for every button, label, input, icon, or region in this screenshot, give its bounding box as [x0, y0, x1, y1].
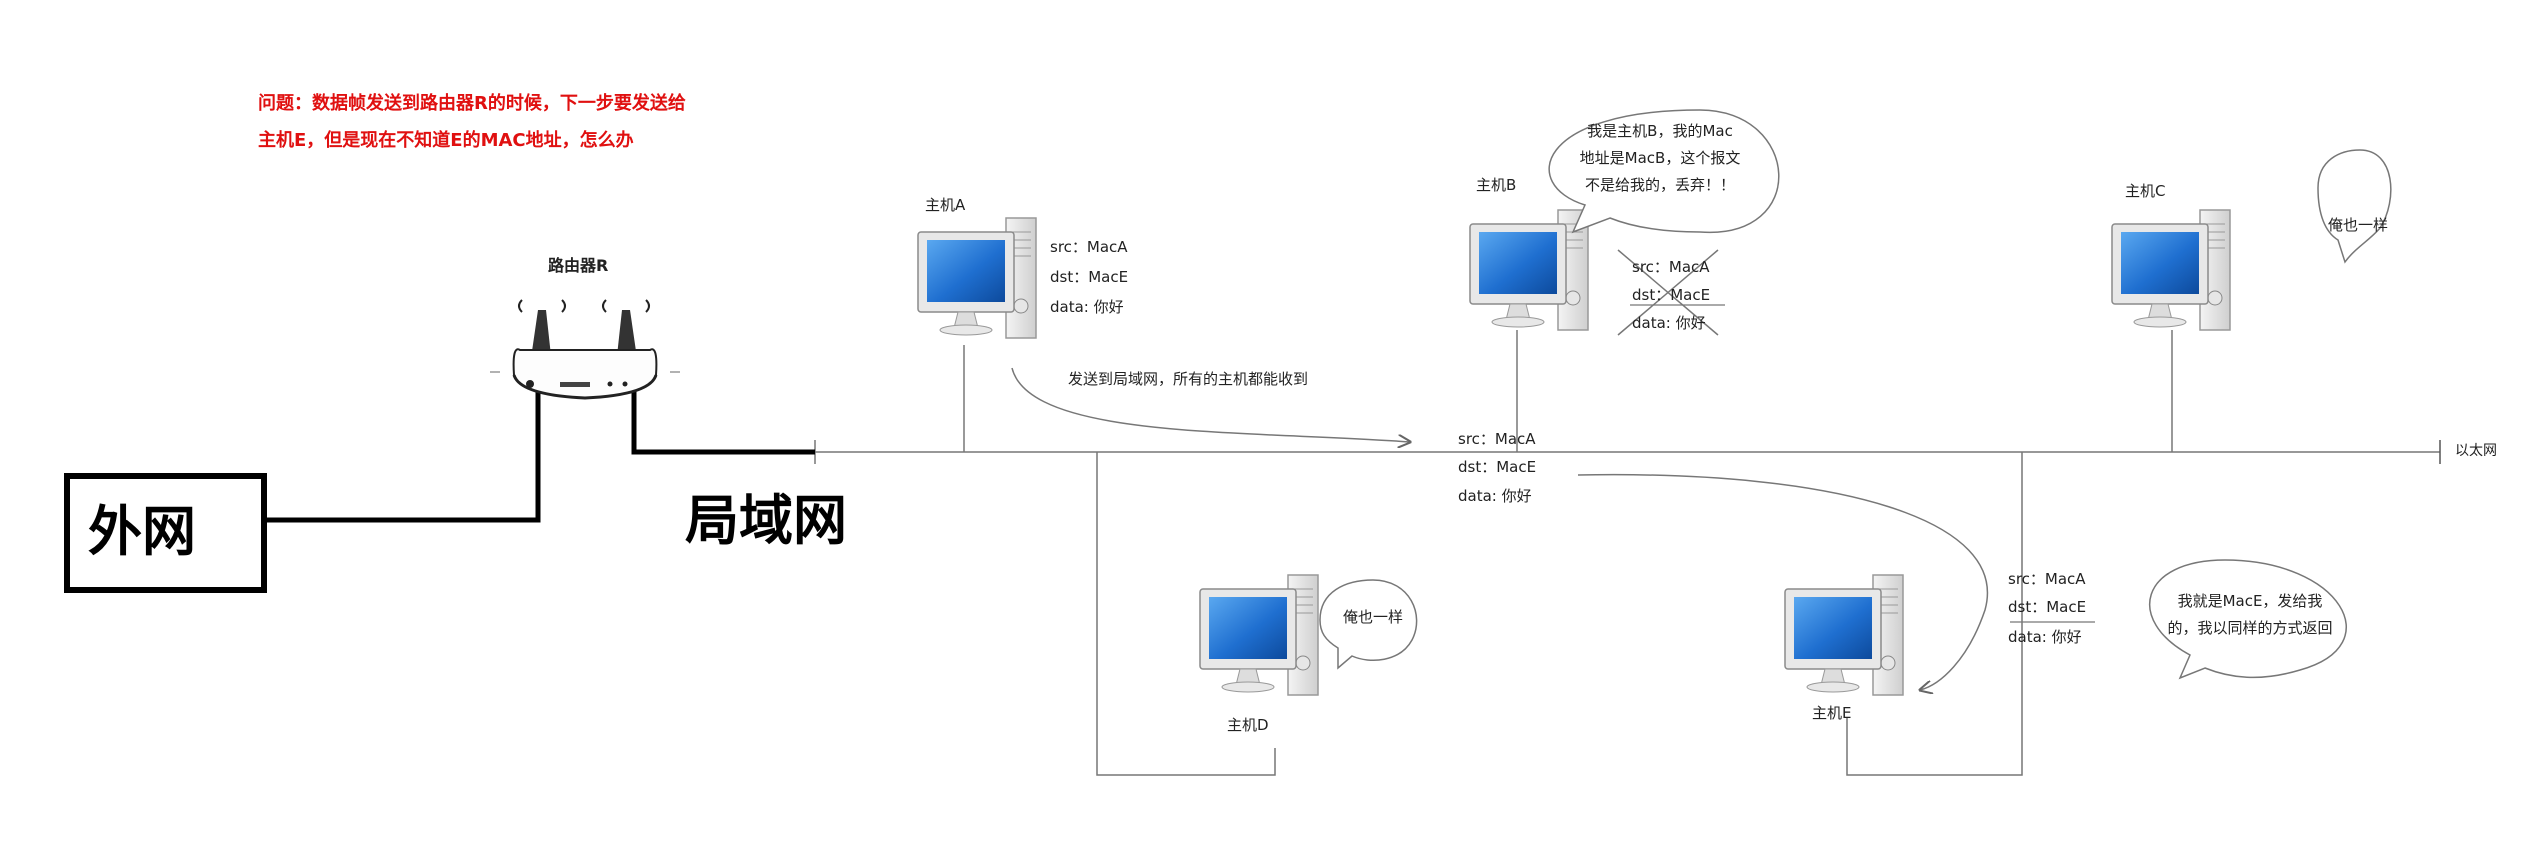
host-c-speech-text: 俺也一样	[2327, 216, 2388, 234]
question-line-1: 问题：数据帧发送到路由器R的时候，下一步要发送给	[258, 93, 686, 114]
question-line-2: 主机E，但是现在不知道E的MAC地址，怎么办	[258, 130, 634, 151]
host-a-frame-src: src：MacA	[1050, 238, 1128, 256]
bus-frame-data: data: 你好	[1458, 487, 1532, 505]
wan-box	[64, 473, 267, 593]
host-b-speech-bubble	[1548, 109, 1780, 234]
host-b-frame-dst: dst：MacE	[1632, 286, 1711, 304]
lan-label: 局域网	[685, 489, 847, 552]
broadcast-note: 发送到局域网，所有的主机都能收到	[1068, 370, 1309, 388]
host-a-name: 主机A	[925, 196, 966, 214]
host-d-speech-text: 俺也一样	[1342, 608, 1403, 626]
router-label: 路由器R	[548, 256, 609, 275]
host-b-computer-icon	[1469, 209, 1589, 331]
host-b-frame-src: src：MacA	[1632, 258, 1710, 276]
ethernet-label: 以太网	[2455, 443, 2497, 459]
host-a-frame-dst: dst：MacE	[1050, 268, 1129, 286]
host-d-computer-icon	[1199, 574, 1319, 696]
host-a-frame-data: data: 你好	[1050, 298, 1124, 316]
host-b-speech-text: 我是主机B，我的Mac 地址是MacB，这个报文 不是给我的，丢弃！！	[1579, 122, 1741, 194]
host-c-name: 主机C	[2125, 182, 2166, 200]
host-e-frame-src: src：MacA	[2008, 570, 2086, 588]
bus-frame-dst: dst：MacE	[1458, 458, 1537, 476]
host-b-name: 主机B	[1476, 176, 1517, 194]
host-e-name: 主机E	[1812, 704, 1852, 722]
host-c-computer-icon	[2111, 209, 2231, 331]
router-icon	[490, 299, 680, 400]
host-d-speech-bubble	[1319, 579, 1418, 670]
bus-frame-src: src：MacA	[1458, 430, 1536, 448]
host-c-speech-bubble	[2317, 149, 2392, 264]
network-lines	[264, 249, 2441, 776]
wan-label: 外网	[88, 500, 196, 563]
host-e-speech-bubble	[2149, 559, 2347, 680]
host-e-computer-icon	[1784, 574, 1904, 696]
host-b-frame-data: data: 你好	[1632, 314, 1706, 332]
host-d-name: 主机D	[1227, 716, 1269, 734]
host-a-computer-icon	[917, 217, 1037, 339]
host-e-frame-dst: dst：MacE	[2008, 598, 2087, 616]
host-e-frame-data: data: 你好	[2008, 628, 2082, 646]
host-e-speech-text: 我就是MacE，发给我 的，我以同样的方式返回	[2167, 592, 2333, 637]
